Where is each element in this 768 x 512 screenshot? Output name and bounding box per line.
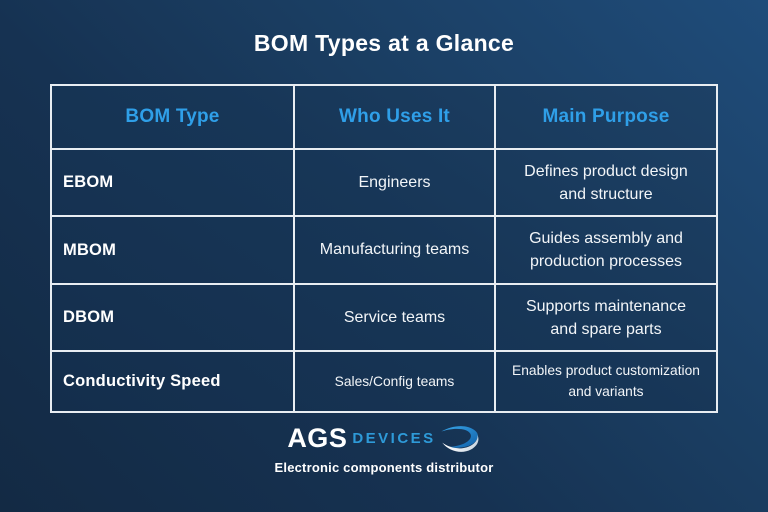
ags-devices-logo: AGS DEVICES Electronic components distr [0,424,768,475]
column-header-bom-type: BOM Type [50,84,295,150]
table-row-ebom: EBOM Engineers Defines product design an… [50,147,718,218]
cell-bom-type: Conductivity Speed [50,350,295,413]
cell-main-purpose: Supports maintenance and spare parts [494,282,718,353]
cell-main-purpose: Defines product design and structure [494,147,718,218]
table-header-row: BOM Type Who Uses It Main Purpose [50,84,718,150]
cell-who-uses-it: Engineers [293,147,496,218]
page-title: BOM Types at a Glance [253,30,515,56]
logo-wordmark: AGS DEVICES [287,424,480,452]
cell-main-purpose: Guides assembly and production processes [494,215,718,285]
cell-bom-type: EBOM [50,147,295,218]
column-header-who-uses-it: Who Uses It [293,84,496,150]
cell-main-purpose: Enables product customization and varian… [494,350,718,413]
cell-bom-type: DBOM [50,282,295,353]
table-row-mbom: MBOM Manufacturing teams Guides assembly… [50,215,718,285]
table-row-conductivity-speed: Conductivity Speed Sales/Config teams En… [50,350,718,413]
logo-text-devices: DEVICES [352,429,436,447]
logo-tagline: Electronic components distributor [274,460,494,475]
cell-who-uses-it: Sales/Config teams [293,350,496,413]
cell-who-uses-it: Service teams [293,282,496,353]
swoosh-arrow-icon [441,426,479,452]
column-header-main-purpose: Main Purpose [494,84,718,150]
bom-types-table: BOM Type Who Uses It Main Purpose EBOM E… [50,84,718,413]
cell-bom-type: MBOM [50,215,295,285]
cell-who-uses-it: Manufacturing teams [293,215,496,285]
logo-text-ags: AGS [287,422,348,453]
table-row-dbom: DBOM Service teams Supports maintenance … [50,282,718,353]
